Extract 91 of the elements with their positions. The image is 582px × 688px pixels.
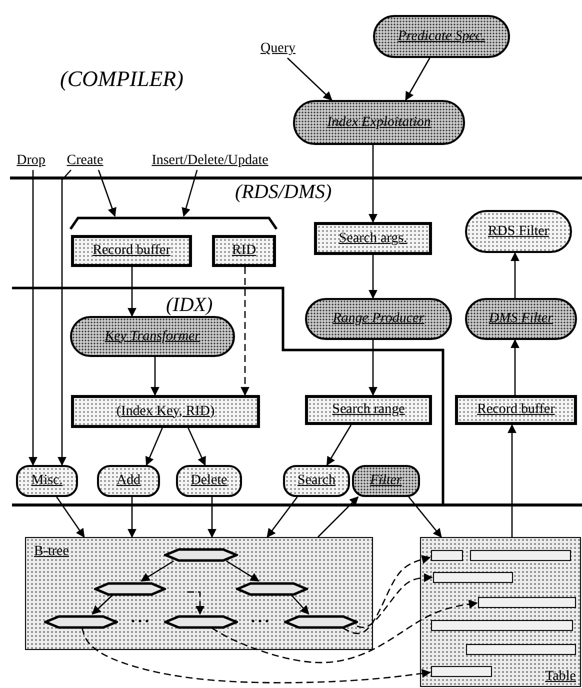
- record-bar: [431, 550, 463, 561]
- arrow: [182, 170, 198, 217]
- dashed-arrow: [356, 573, 433, 628]
- arrow: [368, 255, 378, 299]
- node-label: Record buffer: [92, 243, 170, 259]
- operation-label: Create: [56, 152, 114, 170]
- node-label: Delete: [190, 473, 228, 489]
- record-bar: [431, 666, 492, 677]
- dashed-arrow: [187, 591, 204, 615]
- arrow: [98, 170, 116, 217]
- tree-node: [236, 582, 308, 596]
- arrow: [188, 428, 206, 466]
- tree-node: [94, 582, 166, 596]
- arrow: [58, 170, 72, 466]
- dashed-arrow: [342, 555, 431, 634]
- node-label: Misc.: [31, 473, 63, 489]
- arrow: [208, 497, 216, 538]
- node-label: Index Exploitation: [327, 114, 431, 130]
- record-bar: [431, 620, 573, 631]
- node-label: RID: [232, 243, 256, 259]
- arrow: [226, 560, 260, 582]
- arrow: [290, 594, 310, 615]
- arrow: [145, 428, 163, 466]
- filter-pill: [465, 210, 572, 253]
- arrow: [326, 424, 352, 466]
- arrow: [408, 496, 442, 538]
- bracket: [69, 216, 278, 230]
- tree-node: [164, 615, 238, 629]
- process-pill: [465, 298, 577, 340]
- record-bar: [466, 644, 576, 655]
- node-label: Record buffer: [477, 402, 555, 418]
- layer-label: (IDX): [166, 294, 213, 317]
- node-label: Key Transformer: [104, 328, 200, 344]
- node-label: Table: [545, 669, 576, 685]
- node-label: Search range: [332, 402, 405, 418]
- operation-pill: [97, 465, 160, 497]
- data-box: [305, 395, 432, 425]
- arrow: [510, 339, 520, 395]
- process-pill: [293, 100, 465, 145]
- operation-pill: [176, 465, 242, 497]
- layer-label: (RDS/DMS): [235, 181, 332, 204]
- node-label: Filter: [370, 473, 402, 489]
- storage-region: [420, 537, 581, 687]
- operation-pill: [16, 465, 78, 497]
- process-pill: [373, 15, 510, 58]
- node-label: Search args.: [338, 230, 408, 246]
- node-label: (Index Key, RID): [116, 404, 215, 420]
- process-pill: [305, 298, 452, 340]
- node-label: Search: [297, 473, 336, 489]
- arrow: [56, 496, 85, 538]
- dashed-arrow: [81, 628, 431, 684]
- record-bar: [478, 597, 576, 608]
- arrow: [128, 267, 136, 317]
- operation-label: Insert/Delete/Update: [128, 152, 292, 170]
- arrow: [128, 497, 136, 538]
- tree-node: [164, 548, 238, 562]
- arrow: [140, 560, 174, 582]
- operation-label: Drop: [10, 152, 52, 170]
- tree-node: [284, 615, 358, 629]
- data-box: [71, 395, 260, 428]
- record-bar: [470, 550, 571, 561]
- arrow: [368, 340, 378, 396]
- arrow: [266, 496, 298, 538]
- data-box: [455, 395, 577, 425]
- arrow: [318, 496, 359, 538]
- arrow: [508, 424, 516, 537]
- node-label: Predicate Spec.: [398, 28, 486, 44]
- arrow: [405, 58, 430, 101]
- dashed-arrow: [211, 600, 478, 664]
- arrow: [150, 357, 160, 396]
- node-label: B-tree: [34, 544, 69, 560]
- storage-region: [25, 537, 373, 650]
- tree-node: [44, 615, 118, 629]
- node-label: Add: [116, 473, 141, 489]
- node-label: RDS Filter: [488, 224, 550, 240]
- operation-label: Query: [252, 40, 304, 58]
- dashed-arrow: [240, 267, 250, 396]
- process-pill: [70, 316, 235, 357]
- arrow: [28, 170, 38, 466]
- operation-pill: [283, 465, 350, 497]
- data-box: [71, 235, 192, 267]
- operation-pill: [352, 465, 420, 497]
- node-label: DMS Filter: [488, 311, 554, 327]
- data-box: [314, 222, 432, 255]
- layer-label: (COMPILER): [60, 66, 184, 92]
- arrow: [510, 252, 520, 298]
- data-box: [212, 235, 276, 267]
- arrow: [287, 58, 332, 101]
- node-label: Range Producer: [332, 311, 424, 327]
- arrow: [368, 145, 378, 223]
- record-bar: [433, 572, 513, 583]
